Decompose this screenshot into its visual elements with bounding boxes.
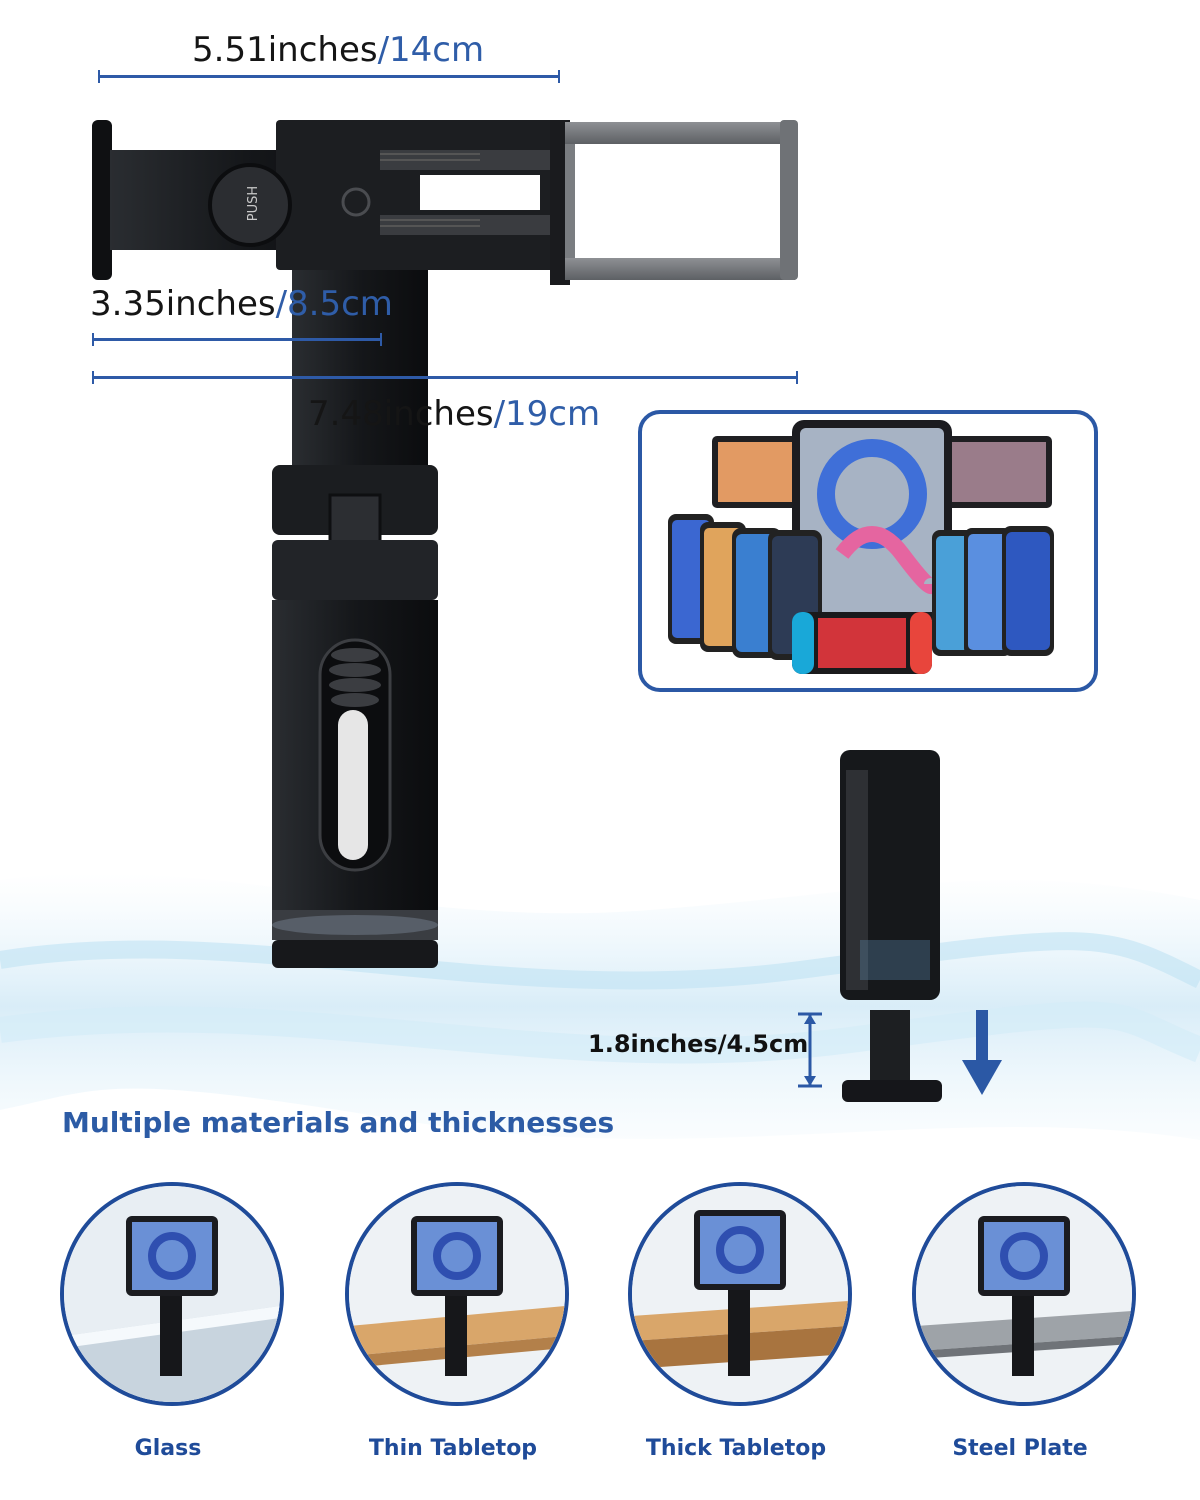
material-label-thin-tabletop: Thin Tabletop: [368, 1436, 538, 1461]
clamp-width-cm: /8.5cm: [275, 284, 393, 324]
max-width-label: 7.48inches/19cm: [308, 394, 600, 434]
material-label-thick-tabletop: Thick Tabletop: [645, 1436, 827, 1461]
clamp-depth-bracket: [798, 1012, 822, 1088]
material-glass-image: [60, 1182, 284, 1406]
clamp-side-view-image: [840, 750, 1002, 1102]
material-steel-plate-image: [912, 1182, 1136, 1406]
top-width-cm: /14cm: [377, 30, 485, 70]
clamp-width-label: 3.35inches/8.5cm: [90, 284, 393, 324]
max-width-cm: /19cm: [493, 394, 601, 434]
clamp-depth-label: 1.8inches/4.5cm: [588, 1030, 809, 1058]
compatible-devices-image: [668, 420, 1054, 674]
material-label-steel-plate: Steel Plate: [952, 1436, 1088, 1461]
clamp-width-inches: 3.35inches: [90, 284, 276, 324]
compatible-devices-panel: [638, 410, 1098, 692]
material-thin-tabletop-image: [345, 1182, 569, 1406]
max-width-inches: 7.48inches: [308, 394, 494, 434]
material-label-glass: Glass: [134, 1436, 202, 1461]
materials-title: Multiple materials and thicknesses: [62, 1106, 615, 1139]
top-width-label: 5.51inches/14cm: [192, 30, 484, 70]
max-width-line: [92, 371, 798, 384]
top-width-line: [98, 70, 560, 83]
clamp-width-line: [92, 333, 382, 346]
push-button-label: PUSH: [246, 185, 262, 222]
tablet-holder-image: [92, 120, 798, 968]
top-width-inches: 5.51inches: [192, 30, 378, 70]
material-thick-tabletop-image: [628, 1182, 852, 1406]
